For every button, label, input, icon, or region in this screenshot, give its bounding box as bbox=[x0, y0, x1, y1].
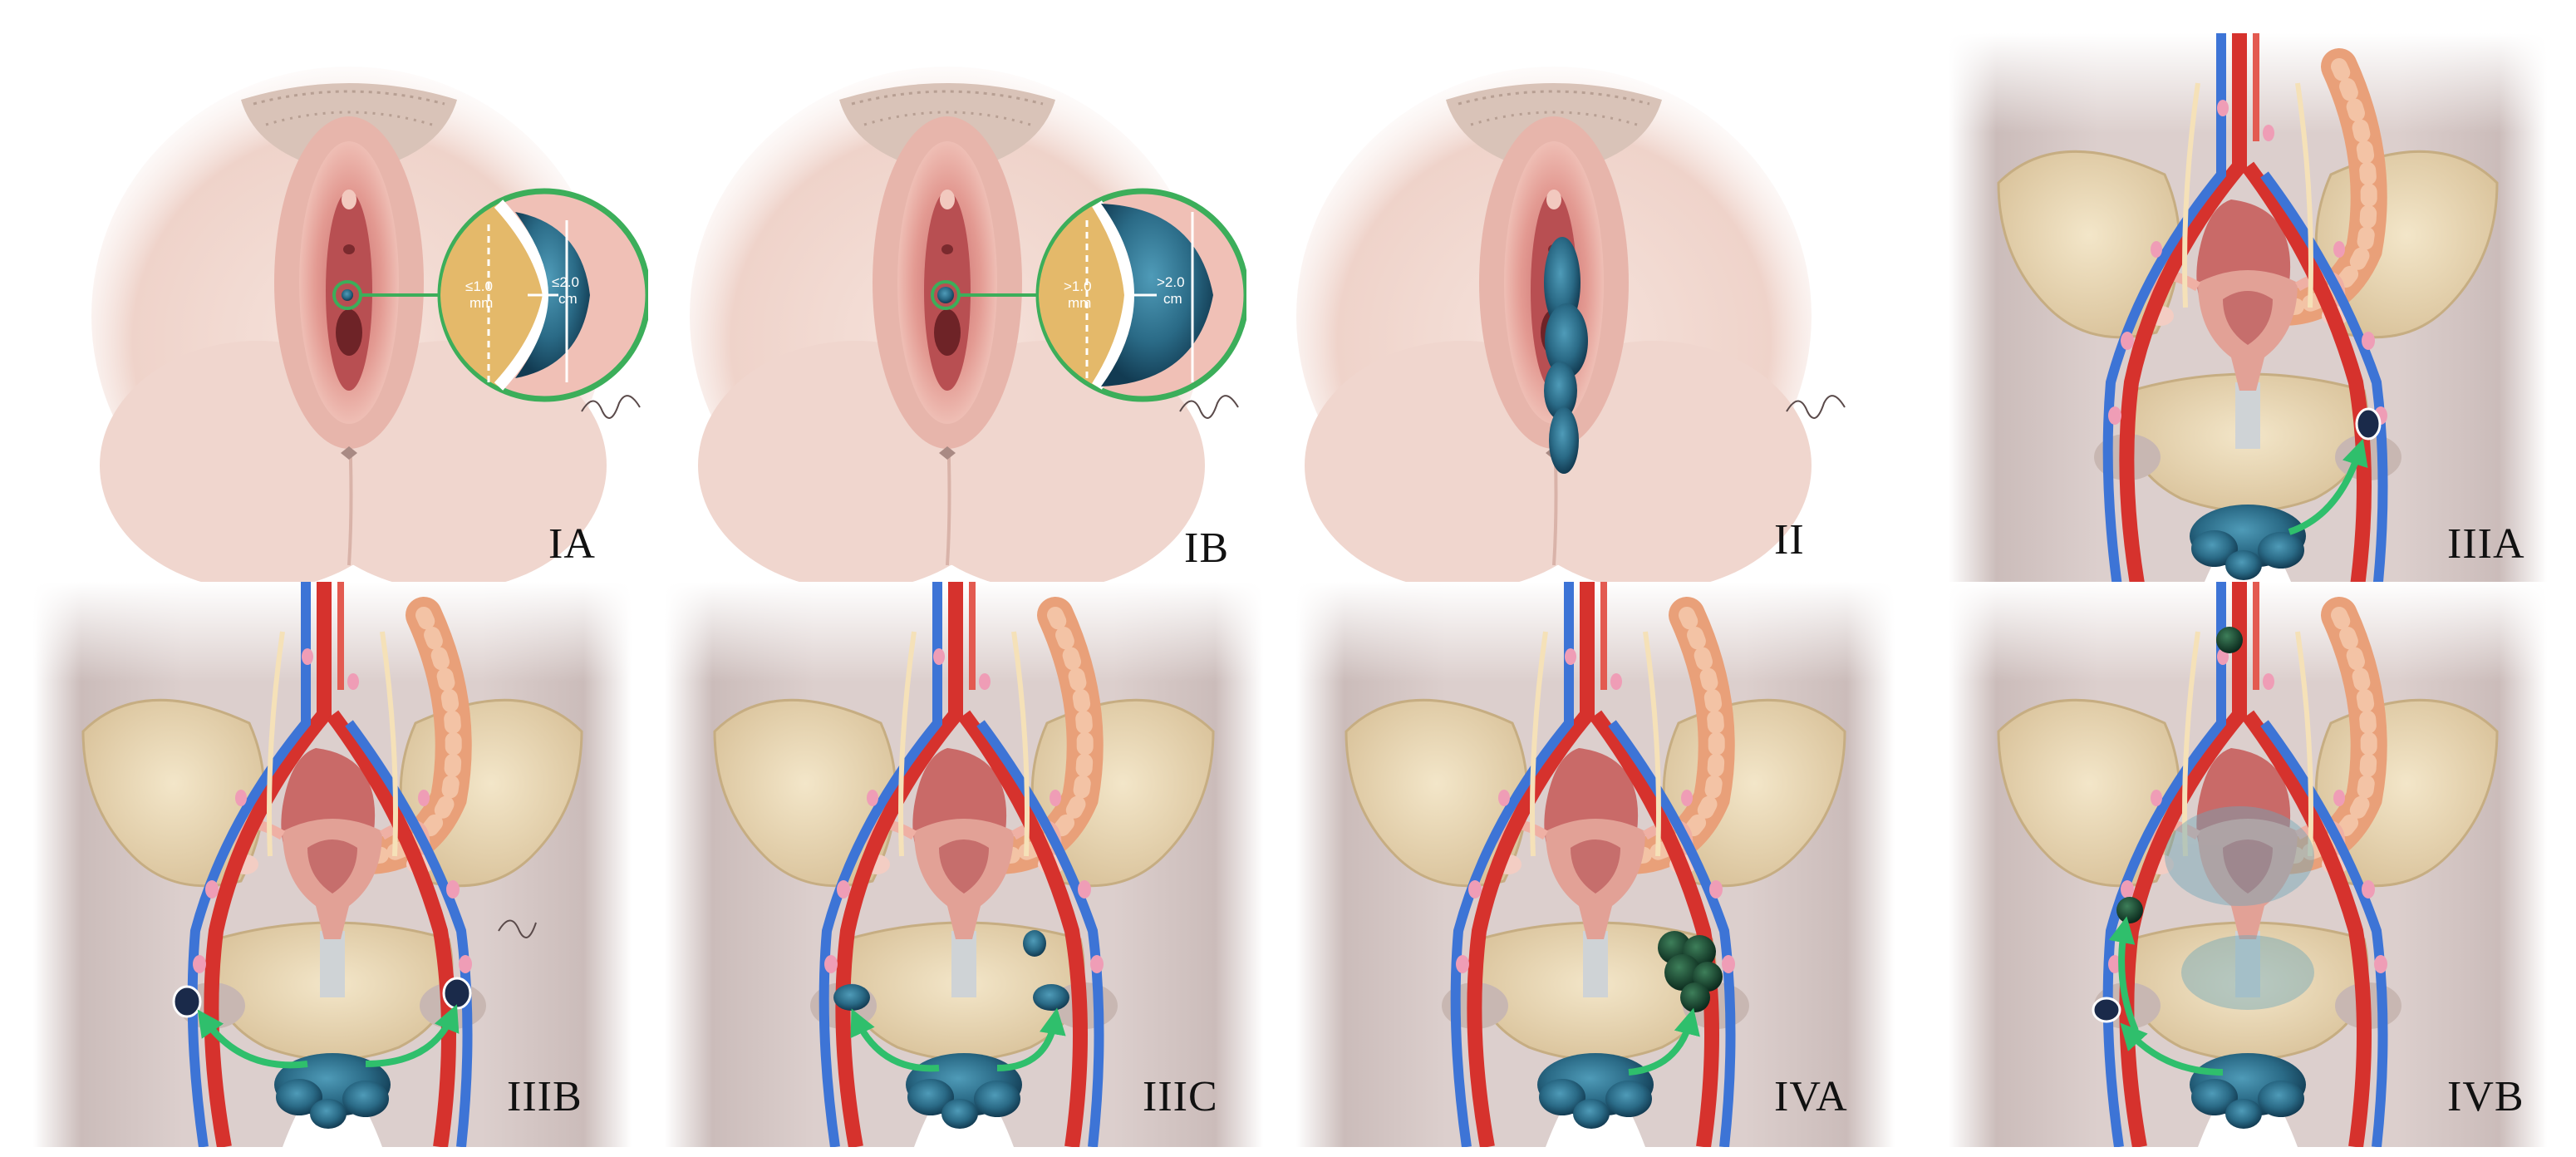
panel-stage-ib: >1.0 mm >2.0 cm IB bbox=[648, 33, 1246, 598]
pelvis-illustration bbox=[1949, 33, 2547, 598]
magnified-inset bbox=[1035, 188, 1246, 402]
artist-signature bbox=[1786, 395, 1846, 419]
panel-stage-ii: II bbox=[1255, 33, 1853, 598]
panel-stage-iva: IVA bbox=[1296, 582, 1895, 1147]
pelvis-illustration bbox=[1296, 582, 1895, 1147]
inset-size-value: ≤2.0 bbox=[552, 274, 579, 290]
pelvis-illustration bbox=[1949, 582, 2547, 1147]
pelvis-illustration bbox=[665, 582, 1263, 1147]
inset-size-value: >2.0 bbox=[1157, 274, 1185, 290]
artist-signature bbox=[581, 395, 641, 419]
vulva-illustration: >1.0 mm >2.0 cm bbox=[688, 65, 1246, 592]
stage-label-ivb: IVB bbox=[2447, 1073, 2524, 1120]
panel-stage-ia: ≤1.0 mm ≤2.0 cm IA bbox=[50, 33, 648, 598]
artist-signature bbox=[1179, 395, 1239, 419]
inset-depth-unit: mm bbox=[469, 295, 493, 311]
stage-label-ia: IA bbox=[548, 520, 596, 568]
inset-size-unit: cm bbox=[1163, 291, 1182, 307]
fixed-lymph-node-mass bbox=[1658, 931, 1723, 1012]
stage-label-ii: II bbox=[1774, 516, 1805, 564]
inset-depth-value: >1.0 bbox=[1064, 278, 1092, 294]
spreading-tumor bbox=[1544, 237, 1588, 474]
inset-depth-unit: mm bbox=[1068, 295, 1091, 311]
pelvis-illustration bbox=[33, 582, 632, 1147]
panel-stage-ivb: IVB bbox=[1949, 582, 2547, 1147]
panel-stage-iiib: IIIB bbox=[33, 582, 632, 1147]
stage-label-iiib: IIIB bbox=[507, 1073, 583, 1120]
inset-size-unit: cm bbox=[558, 291, 578, 307]
vulva-illustration: ≤1.0 mm ≤2.0 cm bbox=[90, 65, 648, 592]
inset-depth-value: ≤1.0 bbox=[465, 278, 493, 294]
stage-label-ib: IB bbox=[1184, 524, 1229, 572]
stage-label-iva: IVA bbox=[1774, 1073, 1848, 1120]
panel-stage-iiic: IIIC bbox=[665, 582, 1263, 1147]
stage-label-iiia: IIIA bbox=[2447, 520, 2525, 568]
magnified-inset bbox=[437, 188, 648, 402]
vulva-illustration bbox=[1295, 65, 1846, 592]
stage-label-iiic: IIIC bbox=[1143, 1073, 1218, 1120]
panel-stage-iiia: IIIA bbox=[1949, 33, 2547, 598]
artist-signature bbox=[498, 919, 537, 938]
